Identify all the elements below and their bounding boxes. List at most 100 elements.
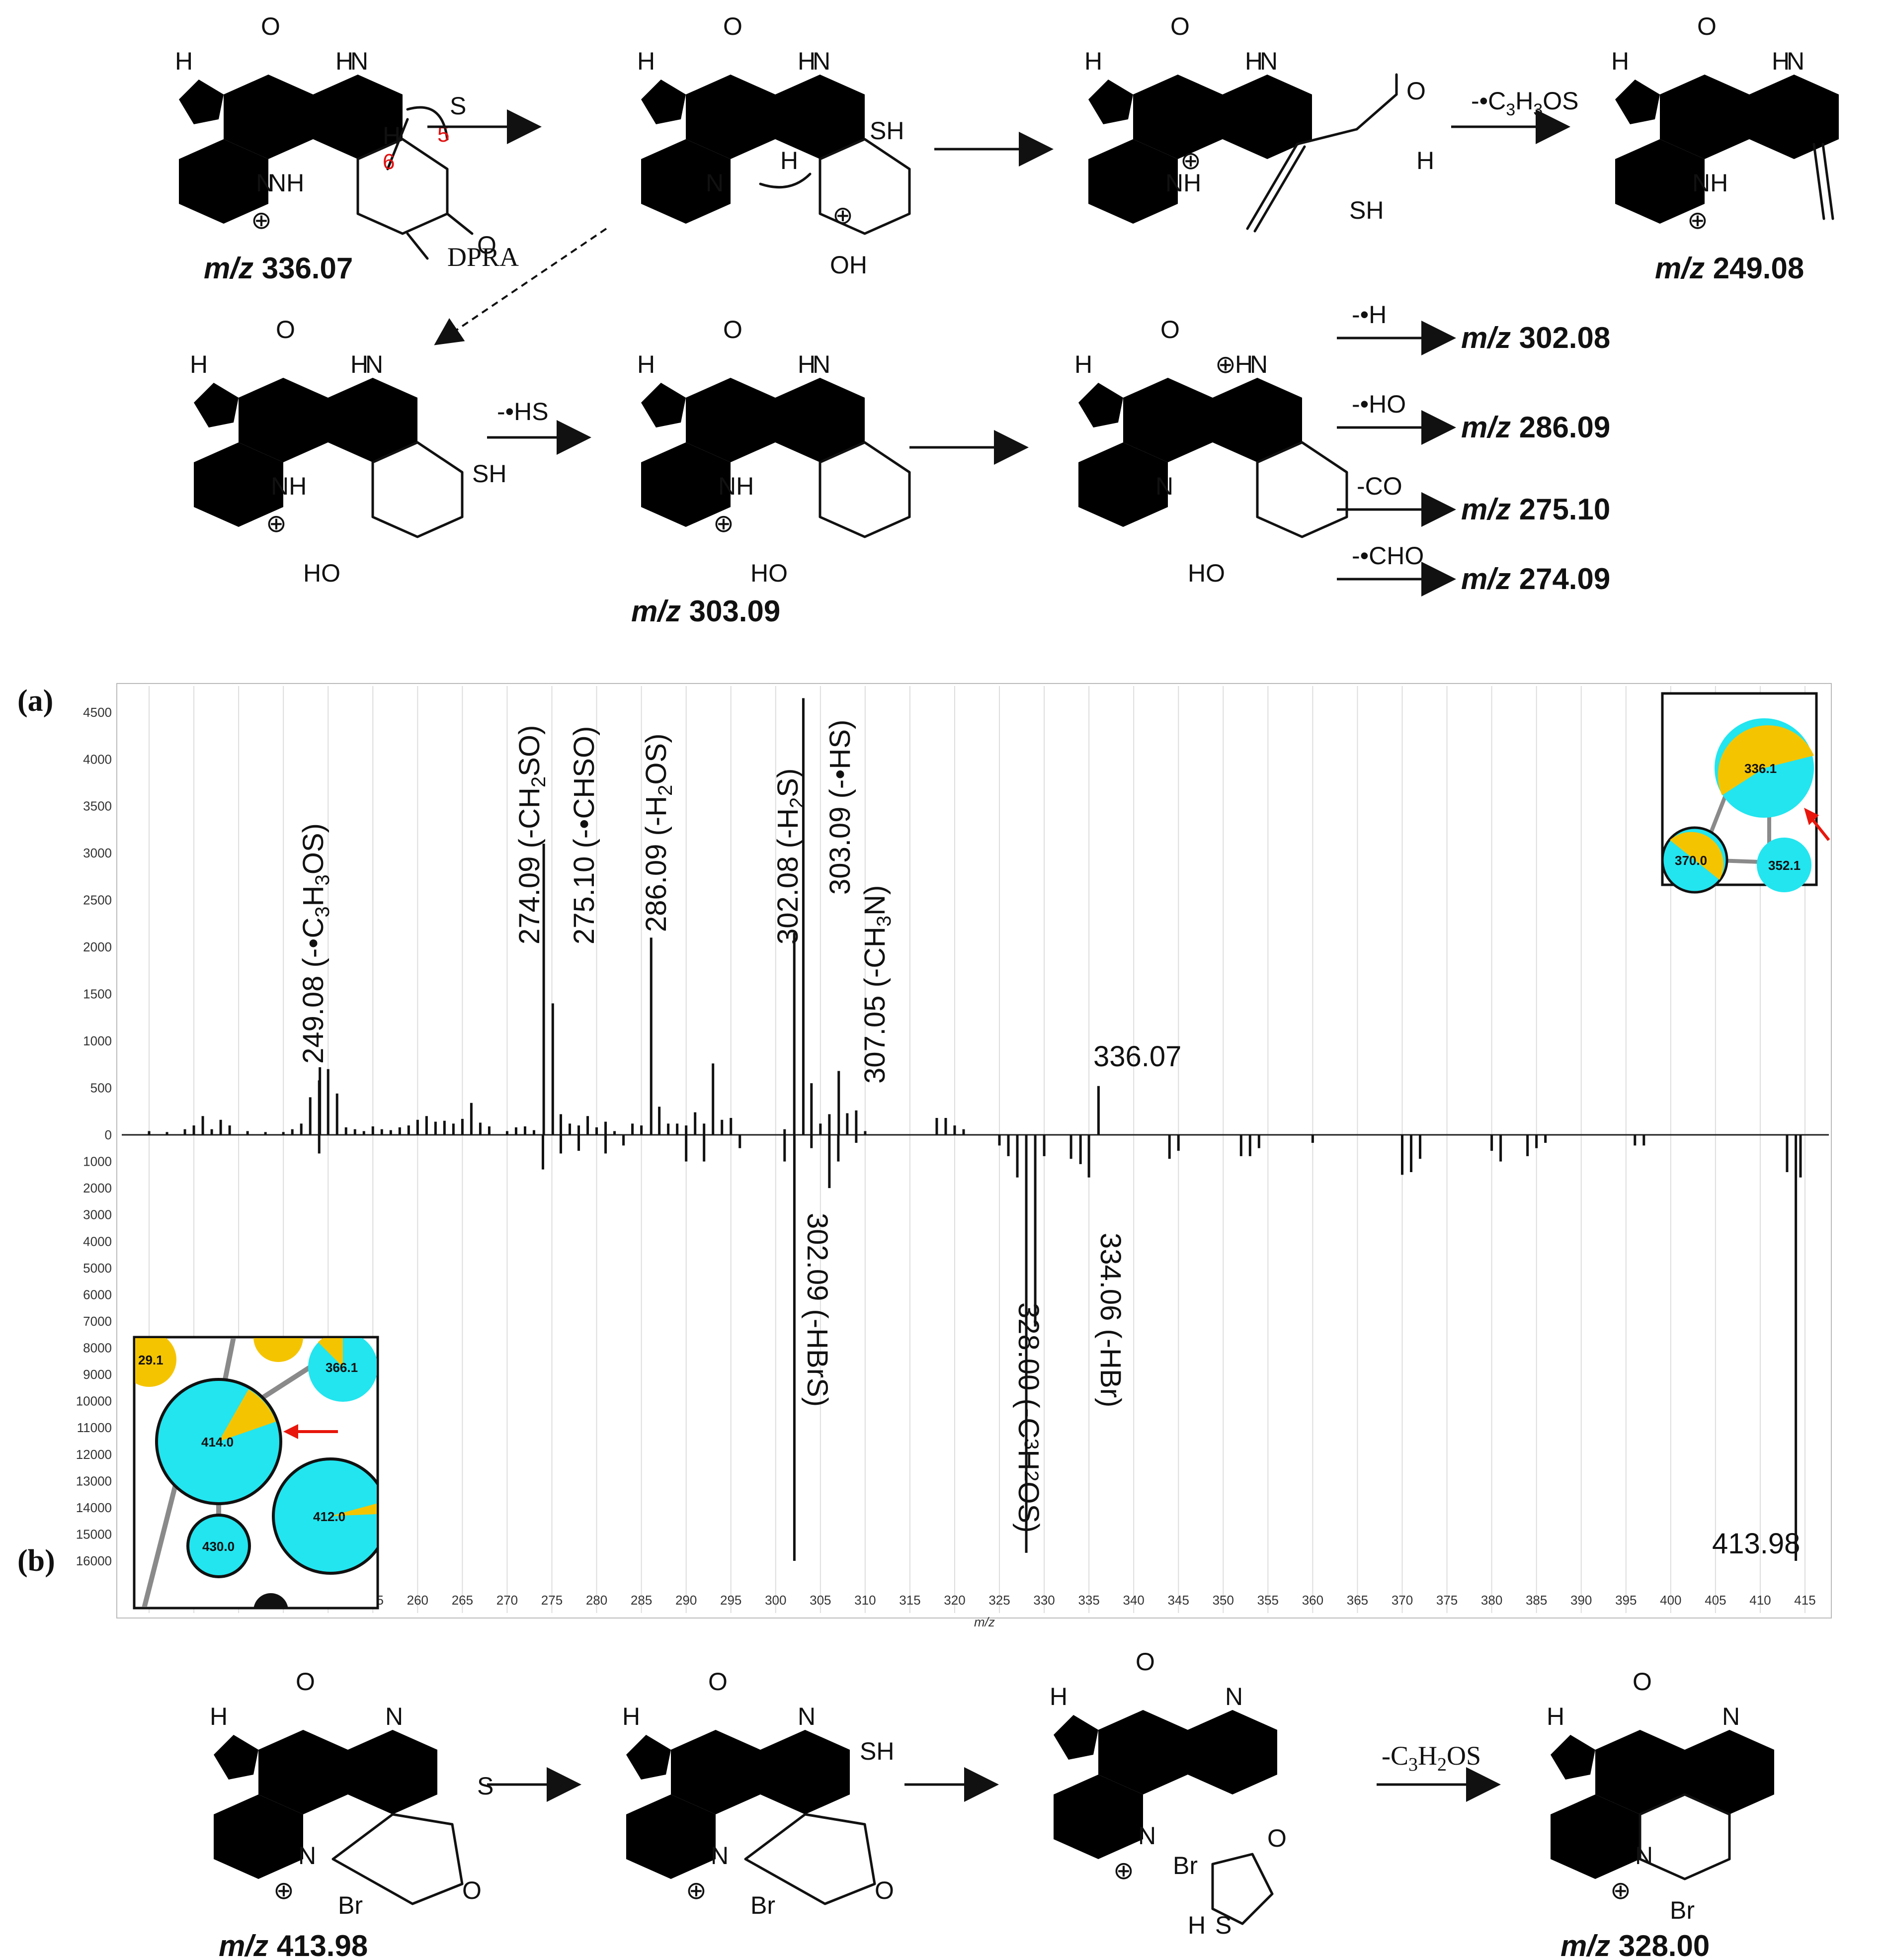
molecule-328: H O N N Br ⊕ <box>1547 1668 1774 1924</box>
peak-label-328: 328.00 (-C3H2OS) <box>1012 1302 1045 1533</box>
peak-label-303: 303.09 (-•HS) <box>824 720 856 895</box>
atom-n-label: N <box>813 47 830 75</box>
atom-o2-label: O <box>477 231 496 259</box>
atom-n2-label: N <box>706 169 724 197</box>
molecule-dpra-product: H O H N NH SH HO ⊕ <box>190 316 506 587</box>
peak-label-413: 413.98 <box>1712 1528 1800 1560</box>
y-tick-label: 11000 <box>77 1420 112 1435</box>
atom-label: H <box>1188 1911 1206 1939</box>
x-tick-label: 350 <box>1213 1593 1234 1608</box>
x-tick-label: 415 <box>1794 1593 1815 1608</box>
charge-plus: ⊕ <box>713 510 734 537</box>
atom-s-label: S <box>450 92 466 120</box>
node-label-412: 412.0 <box>313 1509 345 1524</box>
network-node-412 <box>272 1457 377 1575</box>
atom-label: O <box>1633 1668 1652 1696</box>
atom-label: N <box>1635 1842 1653 1870</box>
x-tick-label: 255 <box>362 1593 384 1608</box>
atom-ho-label: HO <box>1188 559 1225 587</box>
node-label-430: 430.0 <box>202 1539 235 1554</box>
arrow-label-c3h2os: -C3H2OS <box>1382 1741 1481 1775</box>
peak-label-302: 302.08 (-H2S) <box>772 768 808 944</box>
dpra-label: DPRA <box>447 242 519 272</box>
y-tick-label: 3000 <box>83 1207 112 1222</box>
molecule-intermediate-2: H O H N NH O H SH ⊕ <box>1084 12 1434 233</box>
atom-sh-label: SH <box>472 460 506 488</box>
x-tick-label: 260 <box>407 1593 428 1608</box>
lower-peak-labels: 302.09 (-HBrS) 328.00 (-C3H2OS) 334.06 (… <box>801 1213 1800 1560</box>
x-tick-label: 265 <box>452 1593 473 1608</box>
red-arrow-shaft <box>1807 814 1830 841</box>
atom-o-label: O <box>723 12 742 40</box>
network-inset-a: 336.1 370.0 352.1 <box>1661 692 1830 894</box>
red-arrow-icon <box>1804 808 1819 825</box>
atom-n2-label: N <box>1155 472 1173 500</box>
node-label-29: 29.1 <box>138 1353 164 1367</box>
mz-303-label: m/z 303.09 <box>631 595 780 626</box>
network-node-414 <box>155 1378 282 1505</box>
atom-nh2-label: NH <box>1165 169 1201 197</box>
x-tick-label: 345 <box>1168 1593 1189 1608</box>
atom-nh-label: H <box>175 47 193 75</box>
atom-label: S <box>1215 1911 1231 1939</box>
panel-label-a: (a) <box>17 684 53 718</box>
x-tick-label: 245 <box>272 1593 294 1608</box>
x-axis-label: m/z <box>974 1615 995 1629</box>
atom-label: N <box>1138 1822 1156 1850</box>
network-node-336 <box>1715 718 1814 818</box>
network-node-partial-dark <box>253 1593 288 1607</box>
x-tick-label: 375 <box>1436 1593 1458 1608</box>
molecule-radical-cation: H O H N N HO ⊕ <box>1074 316 1348 587</box>
loss-mz-286: m/z 286.09 <box>1461 411 1610 444</box>
peaks-lower <box>318 1135 1802 1561</box>
y-tick-label: 16000 <box>76 1553 112 1568</box>
charge-plus: ⊕ <box>1180 147 1201 174</box>
x-tick-label: 370 <box>1392 1593 1413 1608</box>
atom-label: N <box>1722 1703 1740 1730</box>
node-label-336: 336.1 <box>1744 761 1777 776</box>
x-tick-label: 310 <box>854 1593 876 1608</box>
peak-label-249: 249.08 (-•C3H3OS) <box>297 823 333 1064</box>
mz-413-label: m/z 413.98 <box>219 1929 368 1960</box>
y-tick-label: 6000 <box>83 1287 112 1302</box>
inset-a-frame <box>1661 692 1818 886</box>
atom-o-label: O <box>1160 316 1180 343</box>
y-tick-label: 2500 <box>83 893 112 908</box>
atom-h-label: H <box>798 350 816 378</box>
x-tick-label: 325 <box>988 1593 1010 1608</box>
arrow-label-c3h3os: -•C3H3OS <box>1471 87 1578 119</box>
atom-nh2-label: NH <box>718 472 754 500</box>
x-tick-label: 335 <box>1078 1593 1099 1608</box>
peak-label-336: 336.07 <box>1093 1040 1181 1073</box>
atom-nh2-label: NH <box>271 472 307 500</box>
y-tick-label: 15000 <box>76 1527 112 1541</box>
network-node-partial <box>253 1338 303 1362</box>
x-tick-label: 250 <box>318 1593 339 1608</box>
x-tick-label: 360 <box>1302 1593 1323 1608</box>
atom-h-label: H <box>335 47 353 75</box>
loss-mz-302: m/z 302.08 <box>1461 321 1610 354</box>
y-tick-label: 1000 <box>83 1154 112 1169</box>
y-tick-label: 1500 <box>83 987 112 1002</box>
y-tick-label: 9000 <box>83 1367 112 1382</box>
atom-n2-label: N <box>256 169 274 197</box>
atom-nh-label: H <box>637 47 655 75</box>
charge-plus: ⊕ <box>1687 206 1708 234</box>
loss-mz-275: m/z 275.10 <box>1461 493 1610 526</box>
atom-h-label: H <box>350 350 368 378</box>
network-inset-b: 29.1 366.1 414.0 412.0 430.0 <box>133 1336 379 1610</box>
atom-label: Br <box>1173 1852 1198 1879</box>
charge-plus: ⊕ <box>1610 1876 1631 1904</box>
y-tick-label: 500 <box>90 1081 112 1096</box>
network-node-366 <box>308 1338 377 1402</box>
atom-label: N <box>1225 1683 1243 1710</box>
x-tick-label: 395 <box>1615 1593 1637 1608</box>
network-edge <box>247 1360 320 1409</box>
y-tick-label: 8000 <box>83 1341 112 1356</box>
x-tick-label: 410 <box>1749 1593 1771 1608</box>
loss-mz-274: m/z 274.09 <box>1461 562 1610 596</box>
atom-h2-label: H <box>1416 147 1434 174</box>
charge-plus: ⊕ <box>1215 350 1236 378</box>
atom-n-label: N <box>365 350 383 378</box>
node-gold-fraction <box>330 1503 377 1516</box>
